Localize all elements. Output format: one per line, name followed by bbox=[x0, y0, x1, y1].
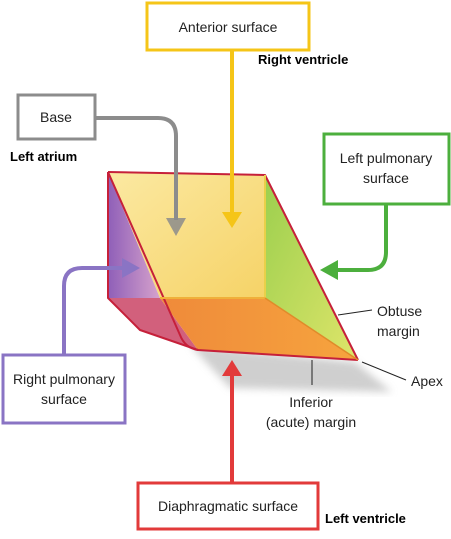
anterior-surface-face bbox=[108, 172, 265, 298]
left-pulmonary-label-line1: Left pulmonary bbox=[340, 150, 433, 166]
right-ventricle-label: Right ventricle bbox=[258, 52, 348, 67]
left-ventricle-label: Left ventricle bbox=[325, 511, 406, 526]
anterior-surface-label: Anterior surface bbox=[179, 19, 278, 35]
base-label: Base bbox=[40, 109, 72, 125]
prism-edges bbox=[107, 171, 359, 361]
left-pulmonary-box bbox=[322, 132, 451, 206]
diaphragmatic-label: Diaphragmatic surface bbox=[158, 498, 298, 514]
right-pulmonary-label-line2: surface bbox=[41, 391, 87, 407]
apex-label: Apex bbox=[411, 373, 443, 389]
prism-shadow bbox=[190, 345, 392, 392]
obtuse-margin-leader bbox=[337, 309, 373, 316]
anterior-surface-box bbox=[145, 1, 311, 52]
inferior-margin-label-line2: (acute) margin bbox=[266, 414, 356, 430]
inferior-face bbox=[108, 298, 198, 350]
base-arrow-head bbox=[166, 218, 186, 236]
left-pulmonary-arrow-head bbox=[320, 260, 338, 280]
right-pulmonary-label-line1: Right pulmonary bbox=[13, 371, 115, 387]
diaphragmatic-surface-face bbox=[160, 298, 358, 360]
obtuse-margin-label-line2: margin bbox=[377, 323, 420, 339]
base-arrow-line bbox=[96, 116, 178, 220]
left-atrium-label: Left atrium bbox=[10, 149, 77, 164]
left-pulmonary-label-line2: surface bbox=[363, 170, 409, 186]
anterior-arrow-head bbox=[222, 212, 242, 228]
diaphragmatic-arrow-head bbox=[222, 360, 242, 376]
base-box bbox=[16, 93, 97, 141]
right-pulmonary-box bbox=[1, 353, 127, 425]
apex-leader bbox=[361, 361, 407, 381]
inferior-margin-label-line1: Inferior bbox=[289, 394, 333, 410]
right-pulmonary-arrow-line bbox=[62, 266, 124, 354]
diaphragmatic-box bbox=[136, 481, 320, 531]
left-pulmonary-arrow-line bbox=[336, 205, 388, 272]
obtuse-margin-label-line1: Obtuse bbox=[377, 303, 422, 319]
right-pulmonary-arrow-head bbox=[122, 258, 140, 278]
